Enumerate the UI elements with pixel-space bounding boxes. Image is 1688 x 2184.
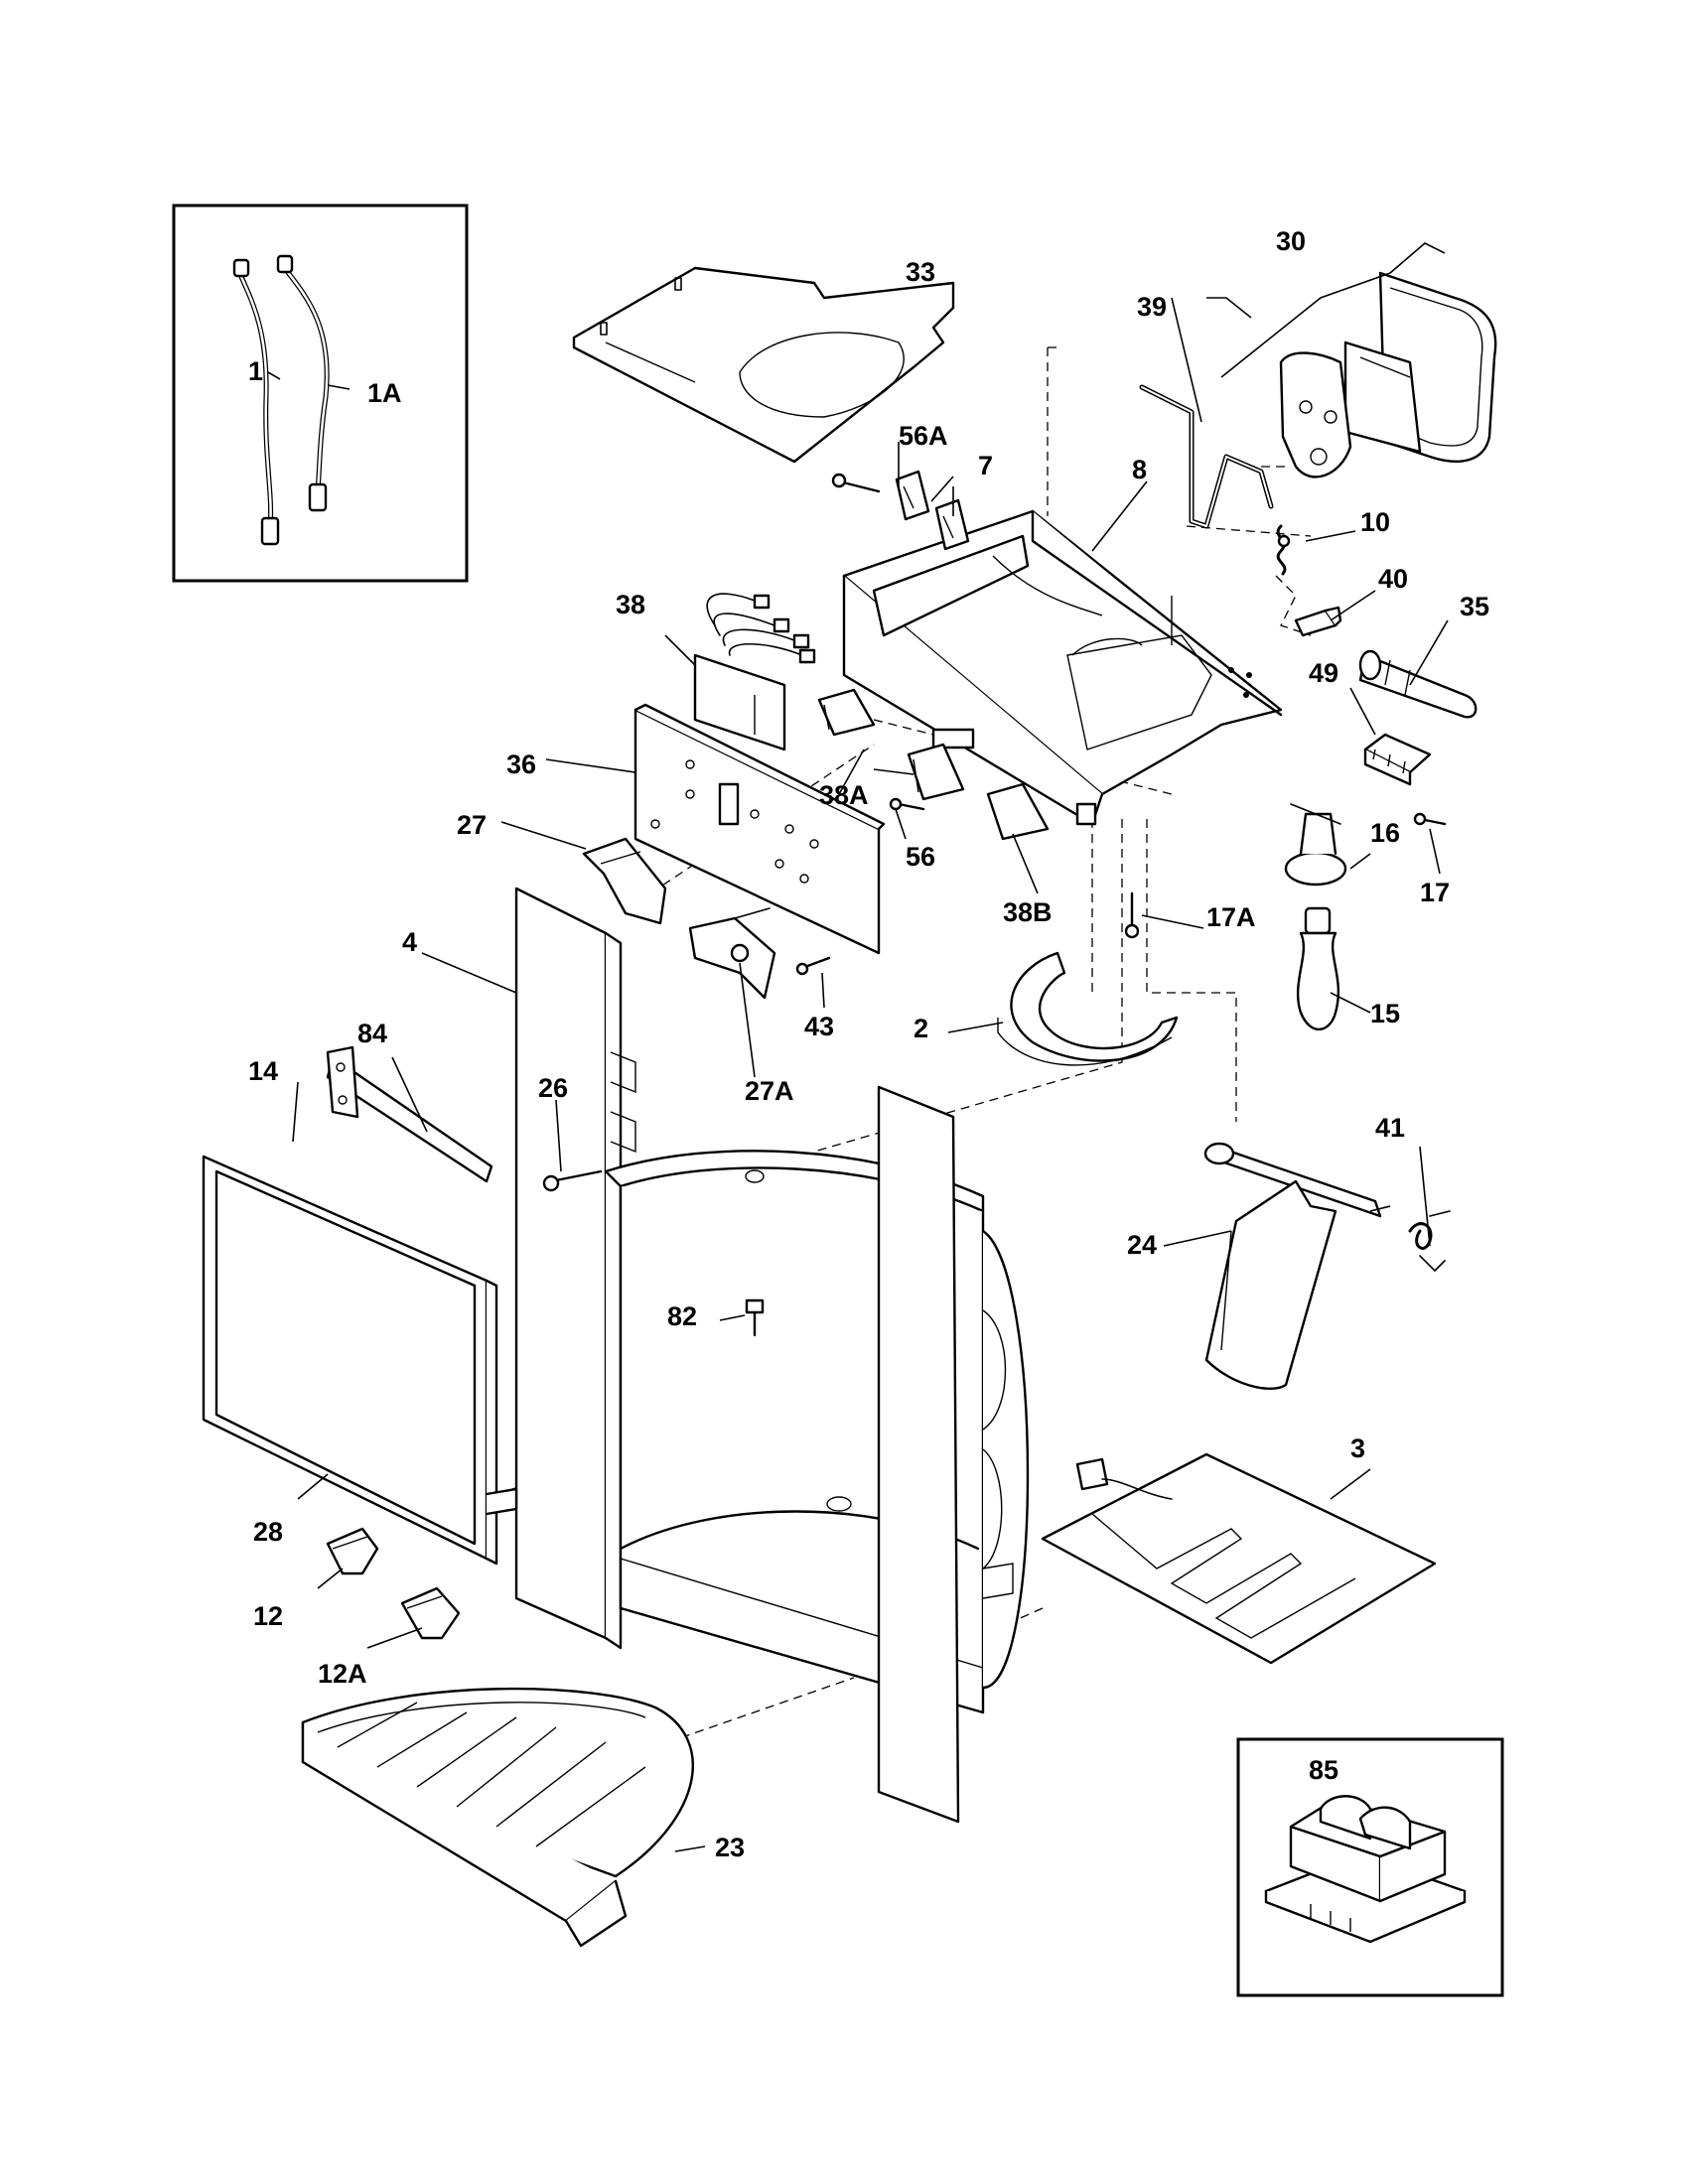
chute-housing-8[interactable]: [842, 509, 1283, 826]
water-tube-1a[interactable]: [276, 254, 330, 512]
inset-box-tubes: 1 1A: [172, 204, 469, 583]
light-bulb-15[interactable]: [1296, 906, 1340, 1031]
label-82: 82: [667, 1301, 697, 1331]
switch-38a[interactable]: [817, 688, 965, 801]
label-30: 30: [1276, 226, 1306, 256]
label-12a: 12A: [318, 1659, 367, 1689]
label-1: 1: [248, 356, 263, 386]
cover-plate-33[interactable]: [572, 266, 955, 464]
screw-17[interactable]: [1413, 812, 1447, 826]
door-panel-14[interactable]: [214, 1169, 477, 1546]
label-15: 15: [1370, 999, 1400, 1028]
label-85: 85: [1309, 1755, 1338, 1785]
leader-1a: [327, 384, 351, 390]
label-38a: 38A: [819, 780, 869, 810]
label-38b: 38B: [1003, 897, 1053, 927]
drip-tray-23[interactable]: [301, 1687, 694, 1948]
clip-12[interactable]: [326, 1527, 379, 1575]
screw-82[interactable]: [745, 1298, 765, 1337]
label-17: 17: [1420, 878, 1450, 907]
water-tube-1[interactable]: [232, 258, 280, 546]
label-1a: 1A: [367, 378, 402, 408]
screw-26[interactable]: [542, 1169, 603, 1192]
flapper-assembly-30[interactable]: [1220, 242, 1497, 478]
label-3: 3: [1350, 1433, 1365, 1463]
switch-7[interactable]: [895, 470, 970, 551]
label-27a: 27A: [745, 1076, 794, 1106]
clip-12a[interactable]: [400, 1586, 461, 1640]
side-panel-4[interactable]: [514, 887, 636, 1650]
label-28: 28: [253, 1517, 283, 1547]
label-56: 56: [906, 842, 935, 872]
ring-2[interactable]: [997, 951, 1179, 1066]
label-39: 39: [1137, 292, 1167, 322]
label-27: 27: [457, 810, 487, 840]
label-12: 12: [253, 1601, 283, 1631]
label-24: 24: [1127, 1230, 1157, 1260]
ice-paddle-24[interactable]: [1203, 1142, 1382, 1390]
lamp-socket-16[interactable]: [1284, 803, 1347, 887]
dispenser-cabinet[interactable]: [604, 1150, 1030, 1714]
label-84: 84: [357, 1019, 387, 1048]
label-26: 26: [538, 1073, 568, 1103]
solenoid-35[interactable]: [1358, 649, 1477, 719]
switch-38b[interactable]: [986, 782, 1050, 841]
transformer-85[interactable]: [1264, 1795, 1467, 1944]
label-33: 33: [906, 257, 935, 287]
wire-harness-38[interactable]: [693, 593, 816, 751]
screw-17a[interactable]: [1124, 891, 1140, 939]
label-7: 7: [978, 451, 993, 480]
label-35: 35: [1460, 592, 1489, 621]
label-49: 49: [1309, 658, 1338, 688]
inset-box-transformer: 85: [1236, 1737, 1504, 1997]
actuator-rod-39[interactable]: [1139, 384, 1274, 529]
screw-56[interactable]: [889, 797, 925, 811]
front-pillar[interactable]: [877, 1085, 960, 1824]
pin-40[interactable]: [1294, 606, 1342, 637]
screw-43[interactable]: [795, 956, 831, 976]
control-panel-36[interactable]: [633, 703, 886, 955]
spring-10[interactable]: [1276, 524, 1291, 576]
label-16: 16: [1370, 818, 1400, 848]
bracket-49[interactable]: [1363, 733, 1432, 786]
label-36: 36: [506, 750, 536, 779]
lever-27a[interactable]: [688, 907, 776, 1000]
label-14: 14: [248, 1056, 278, 1086]
screw-56a[interactable]: [831, 473, 881, 493]
heater-pad-3[interactable]: [1041, 1452, 1437, 1665]
label-43: 43: [804, 1012, 834, 1041]
strap-84[interactable]: [326, 1045, 493, 1183]
label-17a: 17A: [1206, 902, 1256, 932]
label-10: 10: [1360, 507, 1390, 537]
label-2: 2: [914, 1014, 928, 1043]
leader-lines: [292, 297, 1449, 1852]
label-23: 23: [715, 1833, 745, 1862]
label-8: 8: [1132, 455, 1147, 484]
part-labels: 33 30 39 56A 7 8 10 40 35 49 38 36 27 38…: [248, 226, 1489, 1862]
label-41: 41: [1375, 1113, 1405, 1143]
label-4: 4: [402, 927, 417, 957]
label-56a: 56A: [899, 421, 948, 451]
bracket-27[interactable]: [582, 837, 667, 925]
label-38: 38: [616, 590, 645, 619]
label-40: 40: [1378, 564, 1408, 594]
leader-1: [267, 371, 281, 380]
